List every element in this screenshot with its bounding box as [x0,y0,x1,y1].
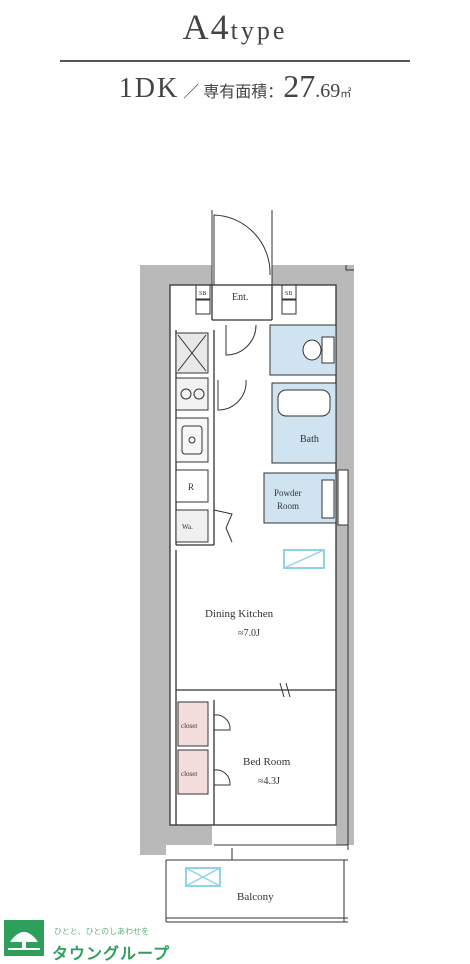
type-suffix: type [230,16,288,45]
refrigerator-label: R [188,482,194,492]
closets: closet closet [177,701,231,795]
closet-2-label: closet [181,770,197,778]
bed-room-label: Bed Room [243,756,291,768]
area-decimal: .69 [315,80,341,102]
layout-type: 1DK [118,73,180,104]
wet-area: Bath Powder Room [263,324,349,526]
hall-door [217,324,257,411]
entry-door [211,210,273,285]
kitchen-counter: R Wa. [175,332,233,543]
area-unit: ㎡ [340,88,352,100]
entrance-label: Ent. [232,292,248,303]
outer-walls [140,265,354,855]
washing-machine-label: Wa. [182,523,193,531]
subtitle-separator: ／ [183,84,200,101]
bed-room-size: ≈4.3J [258,776,280,787]
balcony [165,844,348,923]
powder-room-label-2: Room [277,501,299,511]
plan-subtitle: 1DK／専有面積：27.69㎡ [0,68,470,105]
company-tagline: ひとと、ひとのしあわせを [54,927,150,936]
type-code: A4 [182,7,231,47]
powder-room-label-1: Powder [274,488,302,498]
title-rule [60,60,410,62]
plan-type-title: A4type [0,6,470,48]
interior-walls [169,284,337,826]
entrance: SB SB Ent. [195,284,297,315]
company-name: タウングループ [52,944,171,963]
dk-window [283,549,325,569]
area-label: 専有面積： [203,84,284,101]
closet-1-label: closet [181,722,197,730]
shoe-box-left-label: SB [199,291,206,297]
balcony-label: Balcony [237,891,274,903]
company-logo-icon [4,920,44,956]
dining-kitchen-label: Dining Kitchen [205,608,274,620]
dining-kitchen-size: ≈7.0J [238,628,260,639]
area-integer: 27 [283,68,316,104]
shoe-box-right-label: SB [285,291,292,297]
bath-label: Bath [300,434,319,445]
